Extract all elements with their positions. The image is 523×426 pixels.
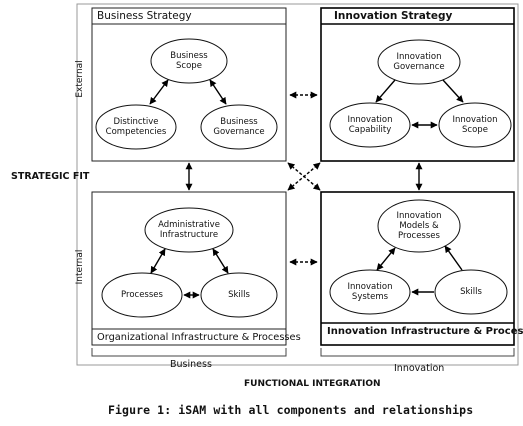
innovation-infrastructure-title: Innovation Infrastructure & Process — [327, 326, 523, 337]
innovation-strategy-title: Innovation Strategy — [334, 10, 453, 22]
innovation-bracket — [320, 348, 515, 357]
administrative-infrastructure-node — [144, 207, 234, 253]
innovation-strategy-box — [320, 7, 515, 162]
innovation-scope-node — [438, 102, 512, 148]
internal-label: Internal — [75, 249, 85, 285]
innovation-capability-node — [329, 102, 411, 148]
arrow-scope-competencies — [149, 79, 169, 105]
processes-node — [101, 272, 183, 318]
skills-label: Skills — [228, 290, 250, 300]
org-infrastructure-title: Organizational Infrastructure & Processe… — [97, 332, 301, 343]
innovation-models-processes-node — [377, 199, 461, 253]
innovation-label: Innovation — [394, 363, 445, 374]
business-bracket — [91, 348, 287, 357]
arrow-scope-governance — [209, 79, 227, 105]
business-governance-node — [200, 104, 278, 150]
business-scope-node — [150, 38, 228, 84]
strategic-fit-label: STRATEGIC FIT — [11, 171, 90, 182]
innovation-governance-node — [377, 39, 461, 85]
business-strategy-title: Business Strategy — [97, 10, 192, 22]
arrow-governance-capability — [375, 79, 396, 103]
arrow-models-systems — [376, 247, 396, 271]
external-label: External — [75, 60, 85, 98]
arrow-admin-skills — [212, 248, 229, 274]
innovation-skills-label: Skills — [460, 287, 482, 297]
arrow-diagonal-up — [287, 162, 321, 191]
processes-label: Processes — [121, 290, 163, 300]
skills-node — [200, 272, 278, 318]
figure-caption: Figure 1: iSAM with all components and r… — [108, 403, 474, 417]
outer-frame — [76, 3, 519, 366]
business-strategy-box — [91, 7, 287, 162]
arrow-models-skills — [444, 245, 463, 271]
business-label: Business — [170, 359, 212, 370]
functional-integration-label: FUNCTIONAL INTEGRATION — [244, 379, 381, 389]
innovation-infrastructure-box — [320, 191, 515, 346]
innovation-systems-node — [329, 269, 411, 315]
org-infrastructure-box — [91, 191, 287, 346]
arrow-governance-scope — [442, 79, 464, 103]
arrow-admin-processes — [150, 248, 166, 274]
innovation-skills-node — [434, 269, 508, 315]
distinctive-competencies-node — [95, 104, 177, 150]
